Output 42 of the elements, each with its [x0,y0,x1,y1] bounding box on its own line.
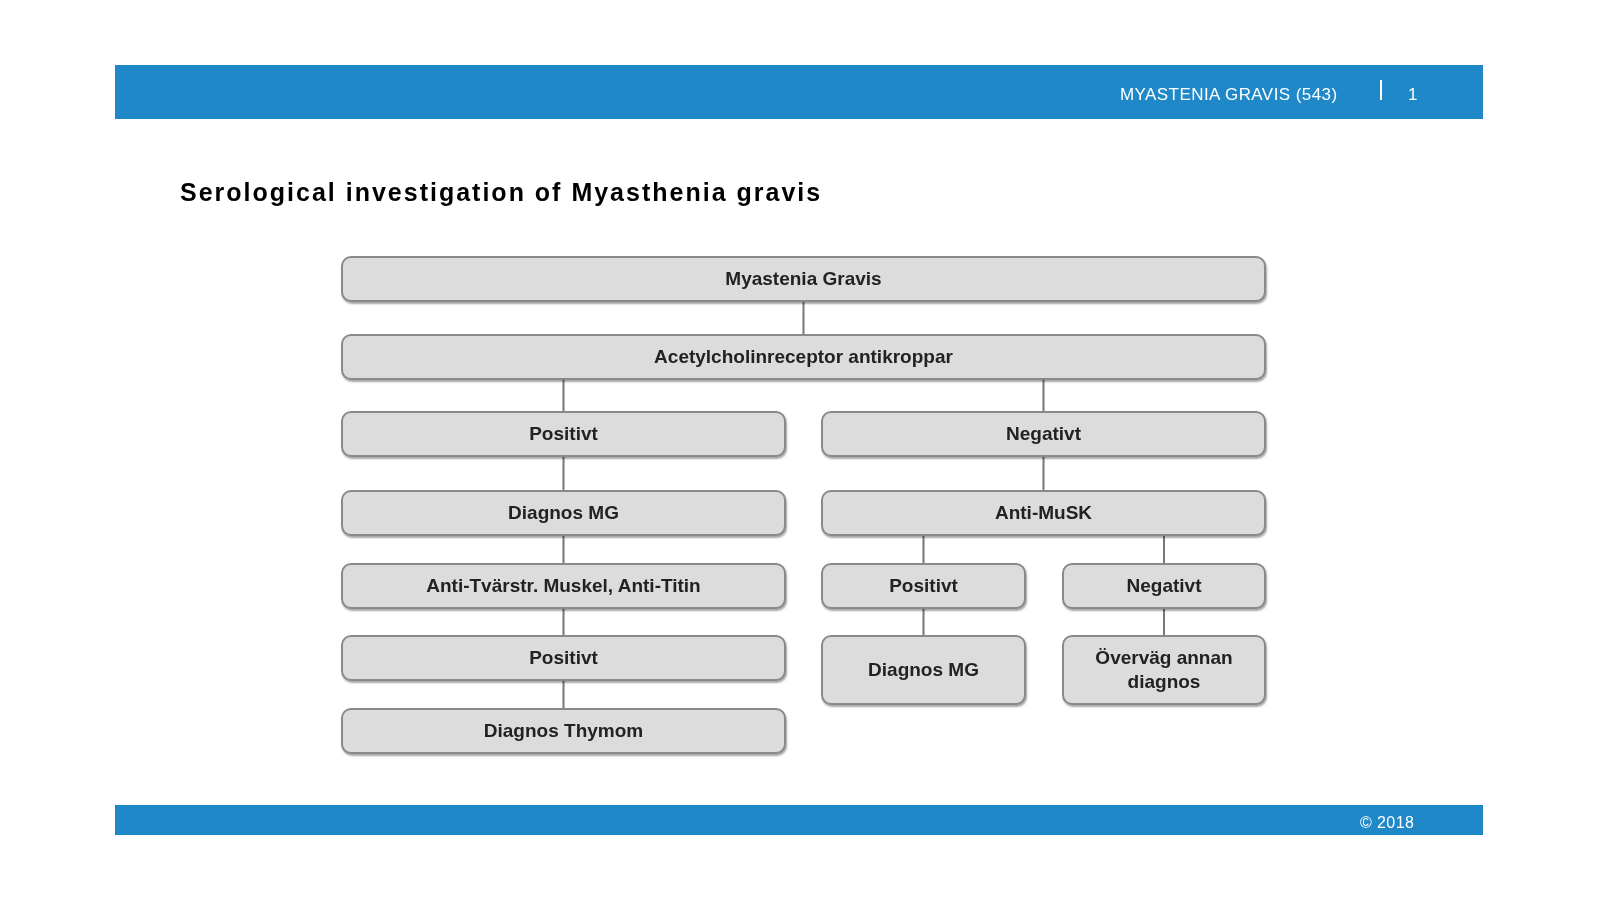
box-label: Negativt [1126,574,1202,598]
process-box [821,490,1266,536]
title: Serological investigation of Myasthenia gravis [180,177,823,208]
connector-line [922,535,925,564]
page-number: 1 [1408,84,1418,106]
connector-line [802,301,805,335]
box-label: Myastenia Gravis [725,267,882,291]
connector-line [1042,456,1045,491]
process-box [341,334,1266,380]
connector-line [562,680,565,709]
process-box [341,256,1266,302]
connector-line [562,535,565,564]
process-box [1062,635,1266,705]
box-label: Anti-Tvärstr. Muskel, Anti-Titin [426,574,701,598]
box-label: Positivt [529,422,598,446]
process-box [821,563,1026,609]
connector-line [1163,608,1165,636]
process-box [341,635,786,681]
connector-line [1042,379,1045,412]
copyright-text: © 2018 [1360,813,1415,833]
connector-line [1163,535,1165,564]
process-box [341,563,786,609]
box-label: Positivt [529,646,598,670]
connector-line [562,379,565,412]
header-text: MYASTENIA GRAVIS (543) [1120,84,1338,106]
box-label: Positivt [889,574,958,598]
process-box [821,411,1266,457]
process-box [341,708,786,754]
process-box [341,411,786,457]
box-label: Acetylcholinreceptor antikroppar [654,345,953,369]
connector-line [562,456,565,491]
process-box [1062,563,1266,609]
box-label: Diagnos MG [508,501,619,525]
connector-line [562,608,565,636]
process-box [341,490,786,536]
box-label: Negativt [1006,422,1081,446]
box-label: Överväg annan diagnos [1094,646,1234,694]
process-box [821,635,1026,705]
box-label: Diagnos Thymom [483,719,644,743]
box-label: Anti-MuSK [994,501,1093,525]
box-label: Diagnos MG [868,658,979,682]
connector-line [922,608,925,636]
